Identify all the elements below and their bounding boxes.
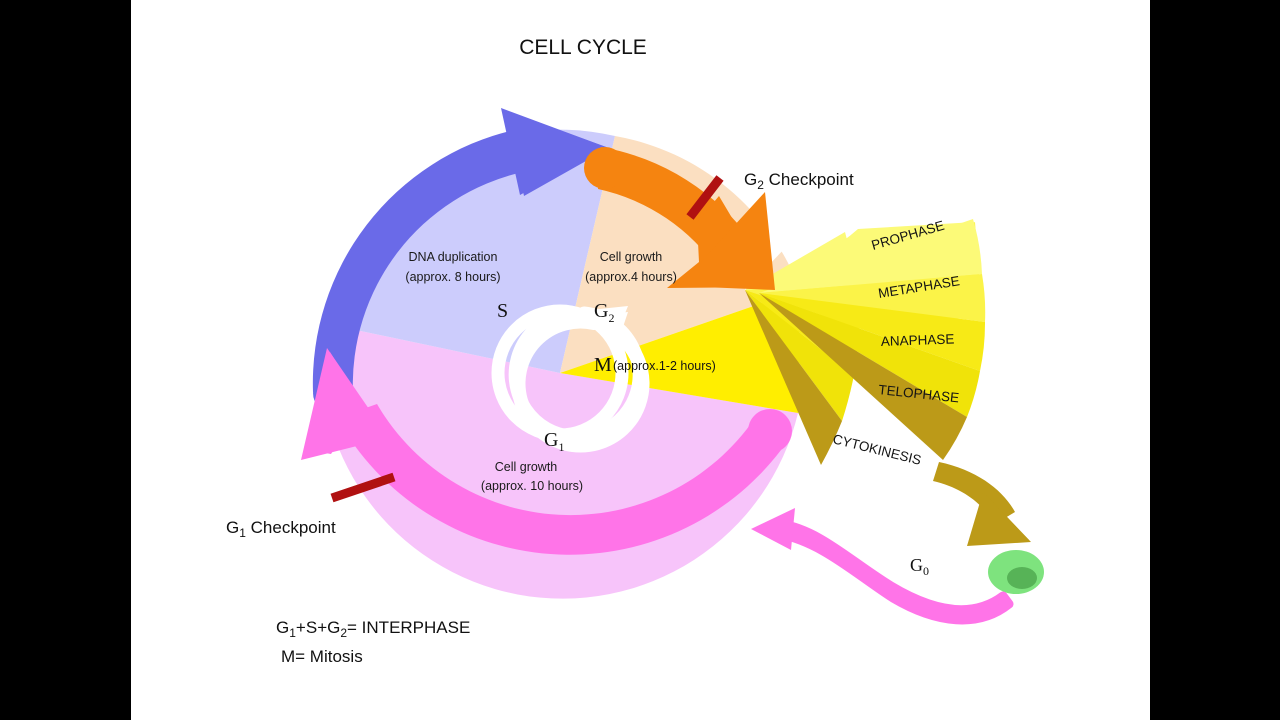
band-anaphase[interactable] bbox=[759, 293, 986, 371]
gold-arrow[interactable] bbox=[933, 462, 1031, 546]
orange-arrow[interactable] bbox=[584, 147, 775, 290]
band-metaphase[interactable] bbox=[759, 274, 986, 322]
g1-letter: G1 bbox=[544, 429, 564, 454]
label-cytokinesis: CYTOKINESIS bbox=[831, 431, 922, 467]
g2-checkpoint-label: G2 Checkpoint bbox=[744, 170, 854, 192]
fan-band-cytokinesis[interactable] bbox=[745, 290, 842, 465]
inner-cycle-ring bbox=[511, 306, 650, 453]
s-line2: (approx. 8 hours) bbox=[405, 270, 500, 284]
s-letter: S bbox=[497, 300, 508, 322]
letterbox-left bbox=[0, 0, 131, 720]
cell-cycle-svg: CELL CYCLE bbox=[226, 36, 1044, 666]
g2-checkpoint-bar bbox=[686, 175, 724, 220]
mitosis-fan-clean bbox=[759, 219, 986, 460]
fan-band-telophase[interactable] bbox=[745, 290, 854, 421]
label-anaphase: ANAPHASE bbox=[881, 331, 955, 349]
sector-labels: DNA duplication (approx. 8 hours) S Cell… bbox=[405, 250, 715, 493]
g2-letter: G2 bbox=[594, 300, 614, 325]
m-letter: M bbox=[594, 354, 612, 376]
legend-line-2: M= Mitosis bbox=[281, 647, 363, 666]
pink-arrow[interactable] bbox=[301, 348, 792, 555]
legend: G1+S+G2= INTERPHASE M= Mitosis bbox=[276, 618, 470, 666]
band-cytokinesis[interactable] bbox=[759, 293, 967, 460]
diagram-canvas: CELL CYCLE bbox=[131, 0, 1150, 720]
band-telophase[interactable] bbox=[759, 293, 980, 417]
g1-checkpoint-label: G1 Checkpoint bbox=[226, 518, 336, 540]
g0-cell[interactable] bbox=[988, 550, 1044, 594]
letterbox-right bbox=[1150, 0, 1280, 720]
g1-line1: Cell growth bbox=[495, 460, 558, 474]
g1-line2: (approx. 10 hours) bbox=[481, 479, 583, 493]
g2-line2: (approx.4 hours) bbox=[585, 270, 677, 284]
g0-cell-nucleus bbox=[1007, 567, 1037, 589]
checkpoint-g2[interactable]: G2 Checkpoint bbox=[686, 170, 854, 220]
g1-checkpoint-bar bbox=[330, 472, 396, 503]
page-title: CELL CYCLE bbox=[519, 36, 647, 59]
m-note: (approx.1-2 hours) bbox=[613, 359, 716, 373]
legend-line-1: G1+S+G2= INTERPHASE bbox=[276, 618, 470, 640]
g2-line1: Cell growth bbox=[600, 250, 663, 264]
g0-label: G0 bbox=[910, 555, 929, 578]
s-line1: DNA duplication bbox=[409, 250, 498, 264]
g0-return-arrow[interactable] bbox=[751, 508, 1014, 625]
band-prophase[interactable] bbox=[759, 219, 982, 293]
checkpoint-g1[interactable]: G1 Checkpoint bbox=[226, 472, 396, 540]
